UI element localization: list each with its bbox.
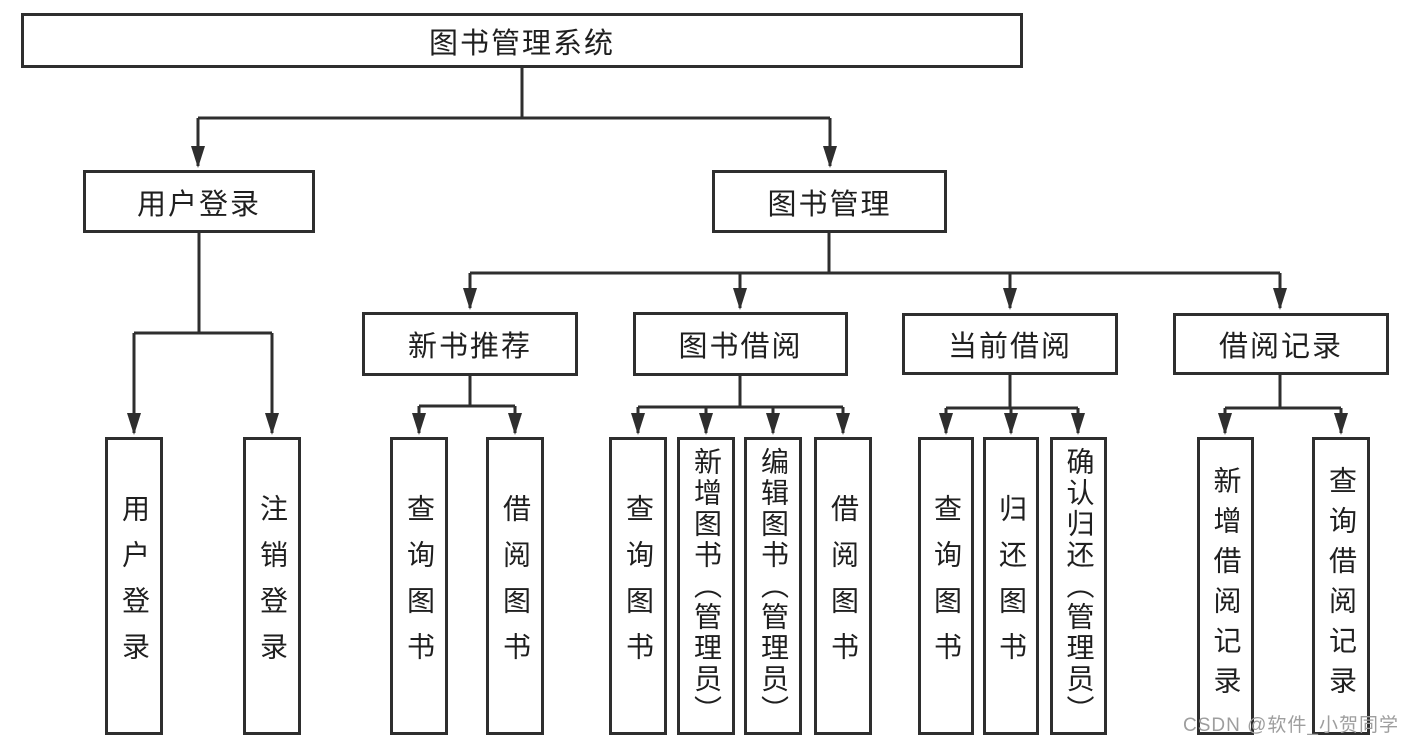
leaf-confirm-return-admin-label: 确认归还（管理员） bbox=[1063, 446, 1095, 726]
leaf-return-book: 归还图书 bbox=[983, 437, 1039, 735]
leaf-query-borrow-record-label: 查询借阅记录 bbox=[1326, 466, 1357, 706]
csdn-watermark: CSDN @软件_小贺同学 bbox=[1183, 715, 1399, 736]
leaf-edit-book-admin: 编辑图书（管理员） bbox=[744, 437, 802, 735]
leaf-borrow-books-recommend: 借阅图书 bbox=[486, 437, 544, 735]
leaf-query-books-recommend: 查询图书 bbox=[390, 437, 448, 735]
leaf-query-books-borrow-label: 查询图书 bbox=[623, 494, 654, 678]
leaf-logout: 注销登录 bbox=[243, 437, 301, 735]
node-book-borrow: 图书借阅 bbox=[633, 312, 848, 376]
node-current-borrow-label: 当前借阅 bbox=[947, 331, 1072, 363]
leaf-edit-book-admin-label: 编辑图书（管理员） bbox=[758, 446, 789, 726]
node-new-book-recommend: 新书推荐 bbox=[362, 312, 578, 376]
node-system-root-label: 图书管理系统 bbox=[428, 27, 615, 60]
leaf-add-borrow-record-label: 新增借阅记录 bbox=[1210, 466, 1242, 706]
leaf-query-books-recommend-label: 查询图书 bbox=[404, 494, 435, 678]
leaf-query-books-current: 查询图书 bbox=[918, 437, 974, 735]
leaf-query-borrow-record: 查询借阅记录 bbox=[1312, 437, 1370, 735]
node-book-management: 图书管理 bbox=[712, 170, 947, 233]
node-current-borrow: 当前借阅 bbox=[902, 313, 1118, 375]
leaf-add-book-admin-label: 新增图书（管理员） bbox=[691, 446, 722, 726]
node-new-book-recommend-label: 新书推荐 bbox=[407, 331, 532, 363]
leaf-user-login-label: 用户登录 bbox=[119, 494, 150, 678]
leaf-borrow-books-borrow: 借阅图书 bbox=[814, 437, 872, 735]
node-book-management-label: 图书管理 bbox=[767, 188, 892, 221]
node-book-borrow-label: 图书借阅 bbox=[678, 331, 803, 363]
node-borrow-records: 借阅记录 bbox=[1173, 313, 1389, 375]
leaf-add-book-admin: 新增图书（管理员） bbox=[677, 437, 735, 735]
node-borrow-records-label: 借阅记录 bbox=[1218, 331, 1343, 363]
leaf-query-books-current-label: 查询图书 bbox=[931, 494, 962, 678]
node-user-login-label: 用户登录 bbox=[136, 188, 261, 221]
leaf-user-login: 用户登录 bbox=[105, 437, 163, 735]
leaf-query-books-borrow: 查询图书 bbox=[609, 437, 667, 735]
leaf-return-book-label: 归还图书 bbox=[996, 494, 1027, 678]
leaf-add-borrow-record: 新增借阅记录 bbox=[1197, 437, 1254, 735]
leaf-logout-label: 注销登录 bbox=[257, 494, 288, 678]
node-system-root: 图书管理系统 bbox=[21, 13, 1023, 68]
node-user-login: 用户登录 bbox=[83, 170, 315, 233]
leaf-borrow-books-borrow-label: 借阅图书 bbox=[828, 494, 859, 678]
leaf-confirm-return-admin: 确认归还（管理员） bbox=[1050, 437, 1107, 735]
leaf-borrow-books-recommend-label: 借阅图书 bbox=[500, 494, 531, 678]
